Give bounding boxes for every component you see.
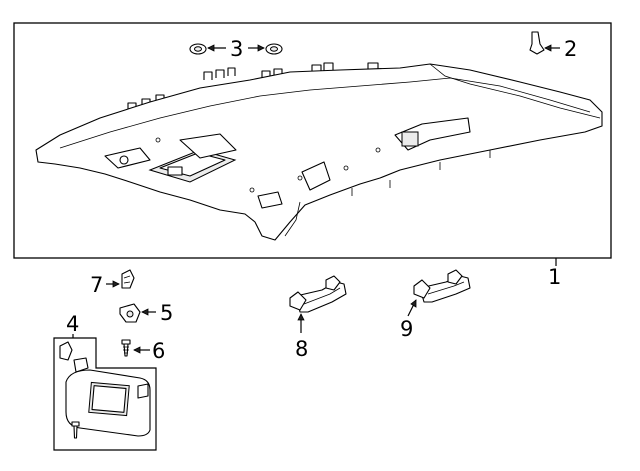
callout-8: 8	[295, 337, 308, 361]
callout-2: 2	[564, 37, 577, 61]
grab-handle-part-9[interactable]	[407, 269, 471, 317]
headliner-frame	[13, 22, 612, 259]
grab-handle-part-8[interactable]	[289, 275, 347, 333]
callout-3: 3	[230, 37, 243, 61]
bracket-part-5[interactable]	[119, 303, 156, 323]
clip-part-7[interactable]	[106, 269, 135, 289]
callout-4: 4	[66, 312, 79, 336]
screw-part-6[interactable]	[121, 339, 150, 357]
callout-6: 6	[152, 339, 165, 363]
callout-5: 5	[160, 301, 173, 325]
callout-9: 9	[400, 317, 413, 341]
callout-1: 1	[548, 265, 561, 289]
sun-visor-part-4[interactable]	[53, 334, 157, 451]
clip-part-3[interactable]	[189, 43, 283, 55]
callout-7: 7	[90, 273, 103, 297]
headliner-panel[interactable]	[35, 62, 603, 241]
retainer-part-2[interactable]	[529, 31, 560, 55]
